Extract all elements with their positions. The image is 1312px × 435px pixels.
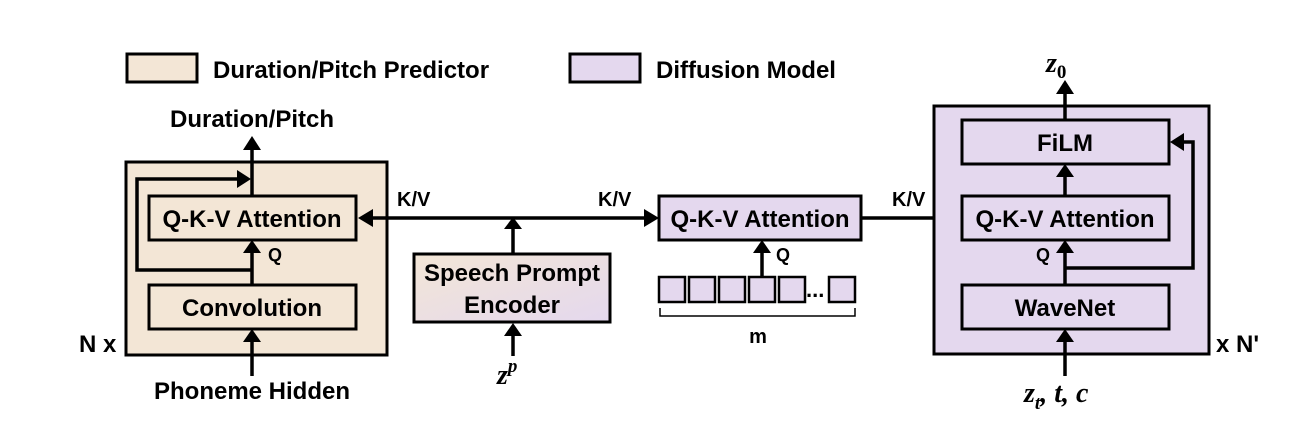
query-token-1 [657, 275, 687, 304]
middle-q-label: Q [776, 245, 790, 265]
predictor-residual-arrowhead [237, 170, 251, 188]
film-side-arrowhead [1170, 133, 1184, 151]
film-box [960, 118, 1171, 166]
predictor-q-arrowhead [243, 240, 261, 253]
diffusion-input-arrowhead [1056, 329, 1074, 342]
predictor-attention-box [147, 194, 358, 242]
diffusion-q-label: Q [1036, 245, 1050, 265]
speech-prompt-encoder-label-line2: Encoder [464, 292, 560, 319]
predictor-output-label: Duration/Pitch [170, 106, 334, 133]
diffusion-output-label: z0 [1045, 48, 1066, 83]
diffusion-output-arrowhead [1056, 80, 1074, 94]
encoder-to-kv-arrowhead [504, 217, 522, 229]
prompt-input-label: zp [496, 356, 517, 391]
diffusion-model: FiLM Q-K-V Attention WaveNet Q z0 zt, t,… [932, 48, 1259, 414]
kv-left-arrowhead [358, 209, 373, 227]
middle-attention: Q-K-V Attention Q ... m [657, 194, 863, 348]
query-token-5 [777, 275, 807, 304]
wavenet-box [960, 283, 1171, 331]
middle-attention-box [657, 194, 863, 242]
diffusion-q-arrowhead [1056, 240, 1074, 253]
query-token-last [827, 275, 857, 304]
middle-q-arrowhead [753, 240, 771, 253]
query-token-3 [717, 275, 747, 304]
predictor-repeat-label: N x [79, 331, 117, 358]
kv-middle-arrowhead [644, 209, 659, 227]
prompt-input-arrowhead [504, 323, 522, 336]
legend-duration-label: Duration/Pitch Predictor [213, 57, 489, 84]
query-token-ellipsis: ... [806, 277, 824, 302]
speech-prompt-encoder: Speech Prompt Encoder zp [412, 252, 612, 391]
speech-prompt-encoder-label-line1: Speech Prompt [424, 260, 600, 287]
legend-duration-swatch [125, 52, 199, 84]
diffusion-input-label: zt, t, c [1023, 378, 1089, 414]
kv-left-label: K/V [397, 189, 431, 211]
query-count-label: m [749, 326, 767, 348]
middle-attention-label: Q-K-V Attention [670, 206, 849, 233]
duration-pitch-predictor: Q-K-V Attention Convolution Q Duration/P… [79, 106, 389, 405]
diffusion-attention-box [960, 194, 1171, 242]
query-token-2 [687, 275, 717, 304]
predictor-output-arrowhead [243, 136, 261, 150]
kv-middle-label: K/V [598, 189, 632, 211]
legend-diffusion-label: Diffusion Model [656, 57, 836, 84]
kv-diffusion-label: K/V [892, 189, 926, 211]
diffusion-attention-label: Q-K-V Attention [975, 206, 1154, 233]
phoneme-hidden-label: Phoneme Hidden [154, 378, 350, 405]
legend: Duration/Pitch Predictor Diffusion Model [125, 52, 836, 84]
diffusion-repeat-label: x N' [1216, 331, 1259, 358]
legend-diffusion-swatch [568, 52, 642, 84]
wavenet-label: WaveNet [1015, 295, 1115, 322]
predictor-input-arrowhead [243, 329, 261, 342]
attention-to-film-arrowhead [1056, 164, 1074, 177]
convolution-label: Convolution [182, 295, 322, 322]
predictor-residual-path [135, 177, 252, 272]
speech-prompt-encoder-box [412, 252, 612, 324]
kv-connections: K/V K/V [358, 189, 659, 254]
query-count-brace [659, 308, 856, 317]
film-side-path [1065, 140, 1195, 270]
film-label: FiLM [1037, 130, 1093, 157]
query-token-4 [747, 275, 777, 304]
predictor-q-label: Q [268, 245, 282, 265]
predictor-attention-label: Q-K-V Attention [162, 206, 341, 233]
